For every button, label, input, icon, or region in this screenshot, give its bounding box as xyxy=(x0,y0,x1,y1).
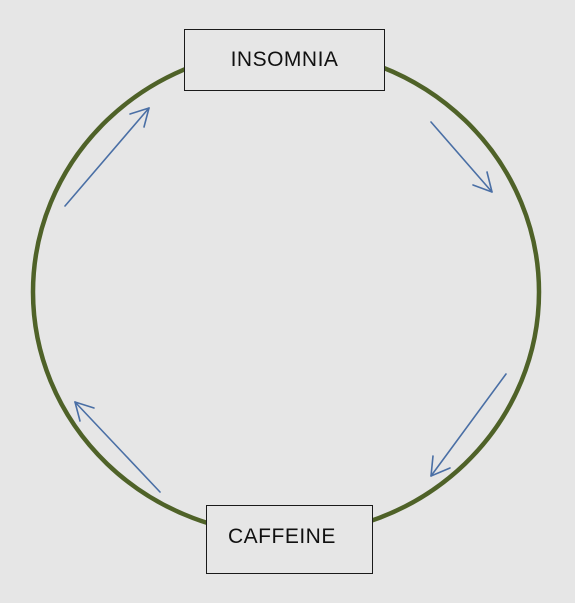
insomnia-box: INSOMNIA xyxy=(184,29,385,91)
caffeine-box: CAFFEINE xyxy=(206,505,373,574)
arrow-top-left xyxy=(64,107,150,207)
insomnia-label: INSOMNIA xyxy=(230,48,339,71)
arrow-top-right xyxy=(430,121,493,193)
arrow-bottom-left xyxy=(74,401,161,493)
cycle-circle xyxy=(30,46,542,538)
caffeine-label: CAFFEINE xyxy=(228,524,336,548)
arrow-bottom-right xyxy=(430,373,507,477)
